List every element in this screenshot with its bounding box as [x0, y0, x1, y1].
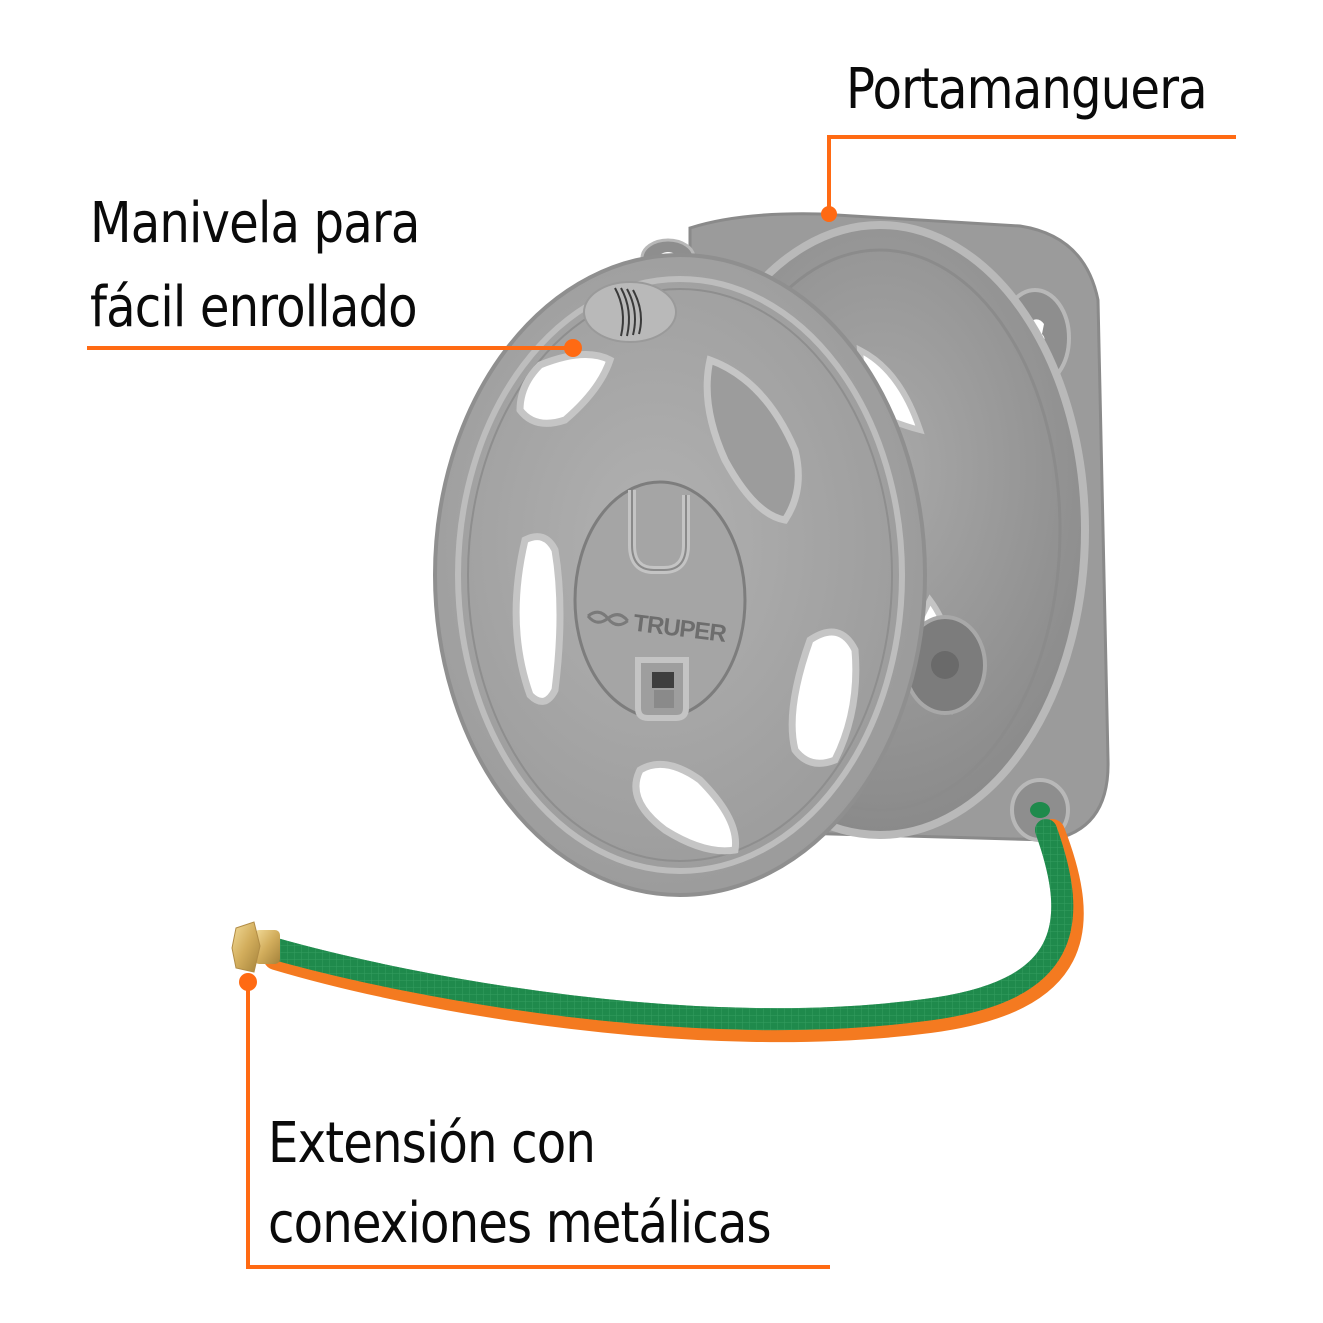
crank-handle [583, 281, 677, 343]
callout-label-extension-line2: conexiones metálicas [268, 1191, 772, 1256]
callout-leader-extension [239, 973, 830, 1269]
callout-leader-portamanguera [821, 135, 1236, 222]
callout-label-manivela-line2: fácil enrollado [90, 275, 418, 340]
callout-leader-manivela [87, 339, 582, 357]
reel-front-flange: TRUPER [433, 253, 927, 897]
callout-label-portamanguera: Portamanguera [846, 57, 1208, 122]
garden-hose [231, 819, 1084, 1043]
callout-label-manivela-line1: Manivela para [90, 191, 420, 256]
hub-cap: TRUPER [573, 480, 747, 721]
brass-fitting [231, 921, 280, 973]
callout-label-extension-line1: Extensión con [268, 1111, 596, 1176]
